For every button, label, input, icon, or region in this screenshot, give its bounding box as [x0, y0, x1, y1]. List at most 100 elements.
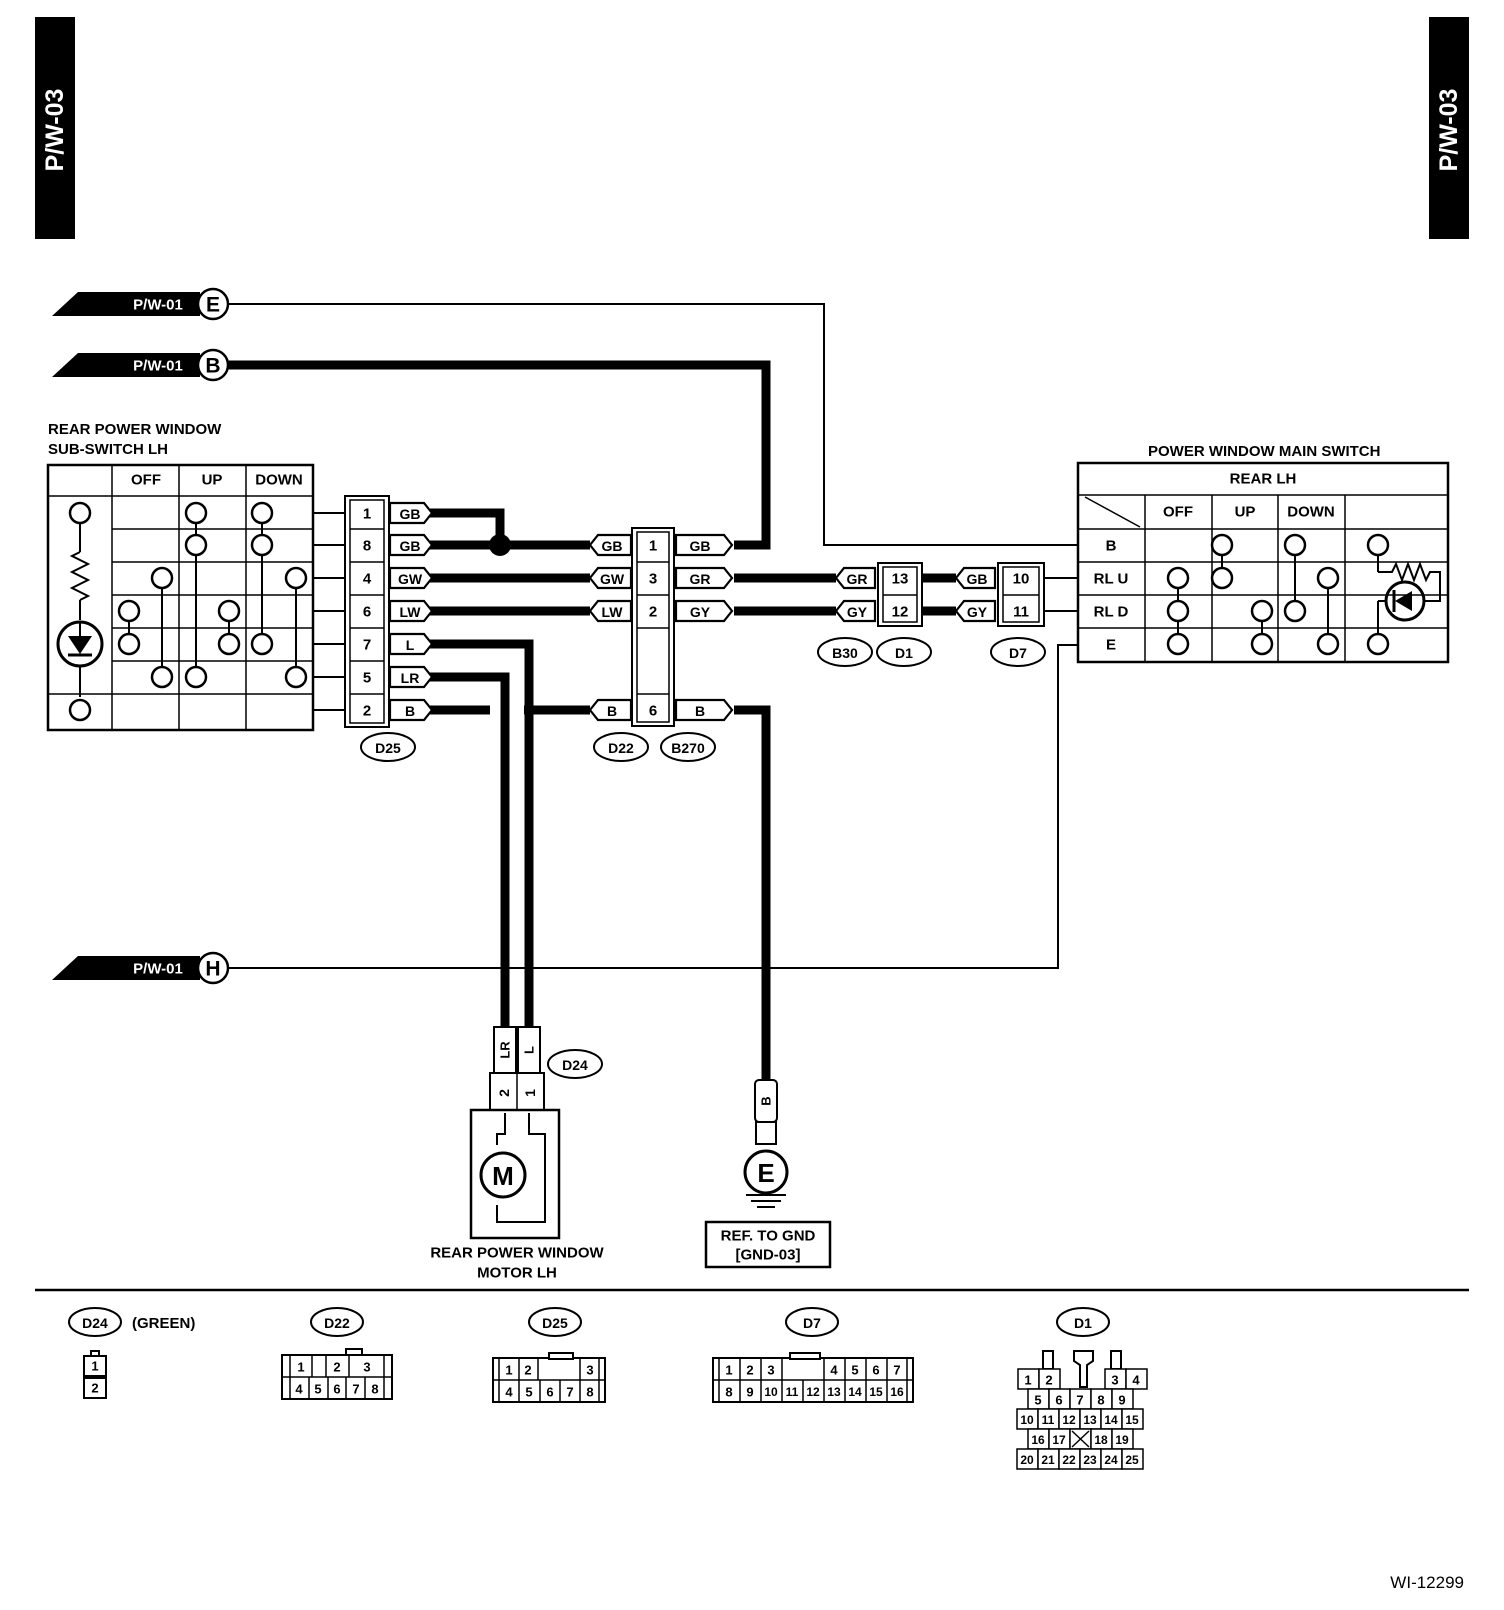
d25-label: D25 — [375, 740, 401, 756]
main-col-off: OFF — [1163, 504, 1193, 521]
cv-pin: 7 — [893, 1363, 900, 1378]
cv-pin: 3 — [767, 1363, 774, 1378]
ground-symbol: E — [757, 1158, 774, 1188]
cv-pin: 5 — [1034, 1393, 1041, 1408]
cv-pin: 15 — [869, 1385, 883, 1399]
cv-d7-name: D7 — [803, 1315, 821, 1331]
main-row-label: RL D — [1094, 604, 1129, 621]
cv-d22-name: D22 — [324, 1315, 350, 1331]
cv-pin: 7 — [1076, 1393, 1083, 1408]
sub-switch-title-1: REAR POWER WINDOW — [48, 421, 222, 438]
d25-pin: 5 — [363, 670, 371, 687]
cv-pin: 2 — [333, 1360, 340, 1375]
cv-pin: 5 — [525, 1385, 532, 1400]
cv-pin: 20 — [1020, 1453, 1034, 1467]
ref-e-page: P/W-01 — [133, 297, 183, 314]
motor-pin: 1 — [522, 1089, 538, 1097]
cv-pin: 5 — [851, 1363, 858, 1378]
d25-wire: GB — [400, 506, 421, 522]
d7-pin: 11 — [1013, 604, 1029, 621]
cv-pin: 14 — [848, 1385, 862, 1399]
main-row-label: E — [1106, 637, 1116, 654]
cv-pin: 5 — [314, 1382, 321, 1397]
d25-wire: LR — [401, 670, 420, 686]
b270-wire: GB — [690, 538, 711, 554]
cv-pin: 1 — [297, 1360, 304, 1375]
ref-h-page: P/W-01 — [133, 961, 183, 978]
cv-pin: 13 — [1083, 1413, 1097, 1427]
cv-pin: 21 — [1041, 1453, 1055, 1467]
ground-ref-2: [GND-03] — [735, 1247, 800, 1264]
motor-wire: L — [522, 1046, 537, 1054]
cv-pin: 8 — [725, 1385, 732, 1400]
d24-label: D24 — [562, 1057, 588, 1073]
main-col-down: DOWN — [1287, 504, 1335, 521]
cv-d24-name: D24 — [82, 1315, 108, 1331]
motor-name-2: MOTOR LH — [477, 1265, 557, 1282]
cv-pin: 9 — [1118, 1393, 1125, 1408]
ref-h: P/W-01 H — [52, 951, 230, 985]
cv-pin: 3 — [1111, 1373, 1118, 1388]
cv-pin: 1 — [725, 1363, 732, 1378]
cv-pin: 16 — [890, 1385, 904, 1399]
ref-b-letter: B — [205, 355, 220, 378]
cv-pin: 12 — [1062, 1413, 1076, 1427]
cv-pin: 11 — [1042, 1413, 1055, 1427]
ground-ref-1: REF. TO GND — [721, 1228, 816, 1245]
d25-pin: 4 — [363, 571, 372, 588]
d25-pin: 7 — [363, 637, 371, 654]
b270-wire: GR — [690, 571, 711, 587]
ref-e: P/W-01 E — [52, 287, 230, 321]
motor-symbol: M — [492, 1161, 514, 1191]
b30-wire: GR — [847, 571, 868, 587]
d7-pin: 10 — [1013, 571, 1030, 588]
cv-pin: 17 — [1052, 1433, 1066, 1447]
connector-view-d7: D7 1 2 3 4 5 6 7 8 — [712, 1307, 914, 1403]
cv-d24-note: (GREEN) — [132, 1315, 195, 1332]
wires — [228, 303, 1078, 1080]
ref-b-page: P/W-01 — [133, 358, 183, 375]
main-switch: POWER WINDOW MAIN SWITCH REAR LH OFF UP … — [1076, 443, 1450, 664]
cv-pin: 19 — [1115, 1433, 1129, 1447]
cv-pin: 4 — [505, 1385, 513, 1400]
d22-wire: GW — [600, 571, 625, 587]
d7-wire: GY — [967, 604, 988, 620]
d22-pin: 3 — [649, 571, 657, 588]
cv-pin: 1 — [1024, 1373, 1031, 1388]
cv-pin: 4 — [830, 1363, 838, 1378]
d1-pin: 13 — [892, 571, 909, 588]
main-col-up: UP — [1235, 504, 1256, 521]
d25-pin: 6 — [363, 604, 371, 621]
main-switch-subtitle: REAR LH — [1230, 471, 1297, 488]
d25-wire: LW — [400, 604, 422, 620]
cv-pin: 4 — [295, 1382, 303, 1397]
connector-view-d24: D24 (GREEN) 1 2 — [68, 1307, 195, 1399]
cv-pin: 13 — [827, 1385, 841, 1399]
cv-pin: 2 — [746, 1363, 753, 1378]
ground-wire: B — [759, 1096, 774, 1105]
cv-d1-name: D1 — [1074, 1315, 1092, 1331]
motor-wire: LR — [498, 1041, 513, 1059]
ground: B E REF. TO GND [GND-03] — [704, 1079, 832, 1269]
d25-wire: GW — [398, 571, 423, 587]
d22-pin: 6 — [649, 703, 657, 720]
d25-wire: L — [406, 637, 415, 653]
cv-pin: 2 — [91, 1381, 98, 1396]
page-tab-right-label: P/W-03 — [1435, 89, 1463, 172]
cv-pin: 6 — [872, 1363, 879, 1378]
main-row-label: RL U — [1094, 571, 1129, 588]
d7-connector: GB GY 10 11 D7 — [954, 562, 1046, 667]
cv-pin: 25 — [1125, 1453, 1139, 1467]
cv-pin: 7 — [352, 1382, 359, 1397]
cv-pin: 1 — [505, 1363, 512, 1378]
page-tab-left-label: P/W-03 — [41, 89, 69, 172]
cv-pin: 1 — [91, 1359, 98, 1374]
cv-pin: 10 — [764, 1385, 778, 1399]
sub-col-down: DOWN — [255, 472, 303, 489]
d25-connector: 1 8 4 6 7 5 2 GB GB GW LW L LR B D25 — [344, 495, 434, 762]
cv-pin: 16 — [1031, 1433, 1045, 1447]
d22-wire: B — [607, 703, 617, 719]
cv-pin: 4 — [1132, 1373, 1140, 1388]
cv-pin: 14 — [1104, 1413, 1118, 1427]
motor-d24: LR L 2 1 D24 M REAR POWER WINDOW MOTOR L… — [430, 1026, 604, 1282]
